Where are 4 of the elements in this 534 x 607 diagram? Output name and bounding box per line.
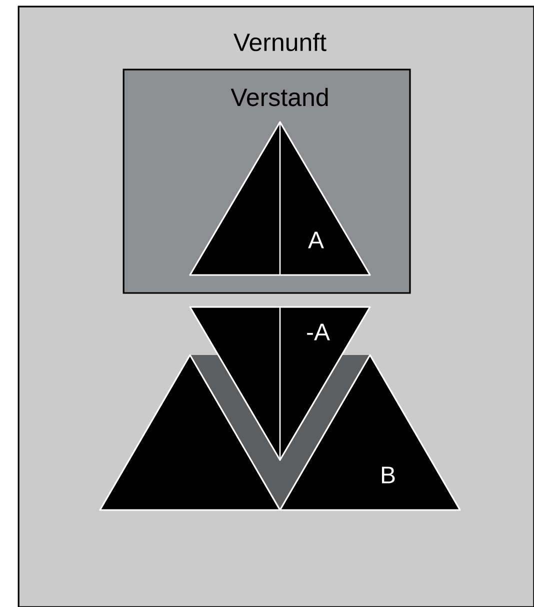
inverted-triangle: -A [189,306,371,461]
inverted-triangle: A [189,121,371,276]
inverted-triangle: B [279,354,461,511]
inverted-triangle [99,354,281,511]
